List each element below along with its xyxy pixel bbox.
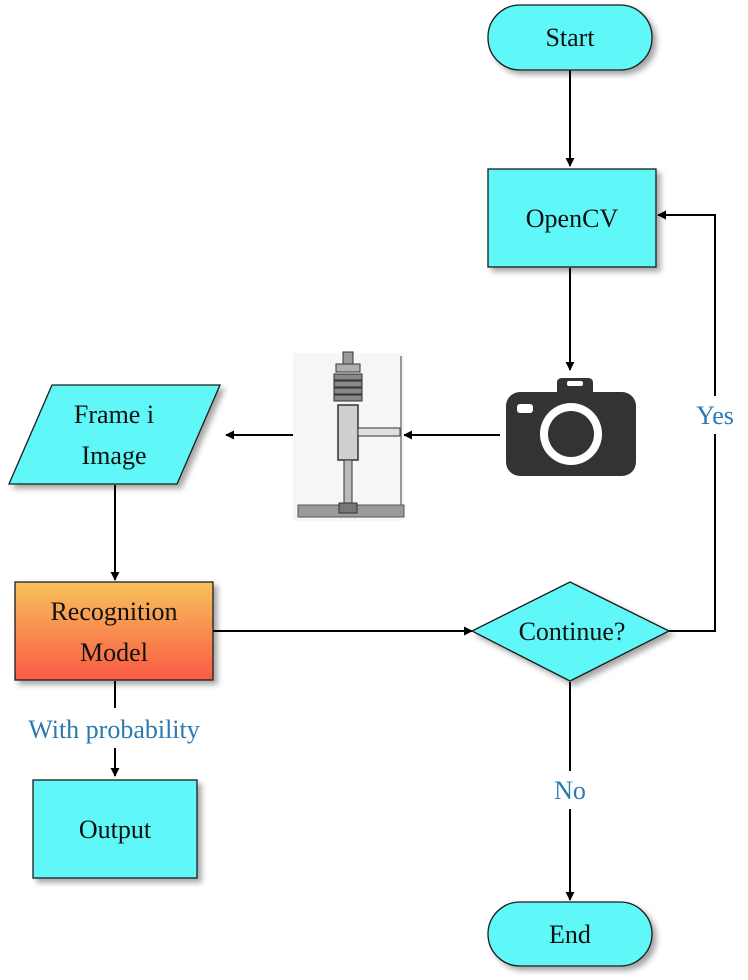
end-label: End [549, 920, 591, 949]
continue-decision-node [470, 581, 671, 682]
opencv-node [487, 168, 657, 268]
no-label-bg [545, 771, 595, 809]
end-node [487, 901, 653, 967]
yes-label-bg [689, 396, 741, 434]
with-probability-label-bg [5, 708, 225, 748]
start-label: Start [545, 23, 595, 52]
frame-label-line1: Frame i [74, 400, 154, 429]
continue-label: Continue? [519, 617, 626, 646]
yes-label: Yes [696, 401, 734, 430]
opencv-label: OpenCV [526, 204, 619, 233]
no-label: No [554, 776, 586, 805]
valve-image [293, 351, 405, 521]
frame-image-node [8, 384, 221, 485]
recognition-model-node [14, 581, 214, 681]
with-probability-label: With probability [28, 715, 200, 744]
start-node [487, 4, 653, 71]
recognition-label-line2: Model [80, 638, 148, 667]
frame-label-line2: Image [82, 441, 147, 470]
output-label: Output [79, 815, 152, 844]
output-node [32, 779, 198, 879]
recognition-label-line1: Recognition [50, 597, 177, 626]
camera-icon [506, 378, 636, 476]
